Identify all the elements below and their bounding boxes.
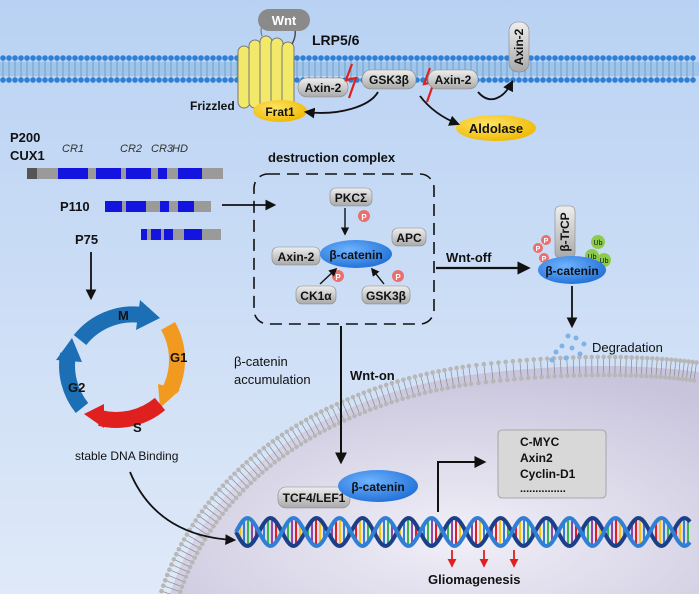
phospho-deg-3 <box>539 253 549 263</box>
axin2-right-pill: Axin-2 <box>427 69 479 90</box>
wnt-label: Wnt <box>272 13 297 28</box>
btrcp-pill: β-TrCP <box>554 205 576 259</box>
aldolase-label: Aldolase <box>469 121 523 136</box>
svg-text:Ub: Ub <box>600 258 609 265</box>
p200-label: P200 <box>10 130 40 145</box>
gliomagenesis-label: Gliomagenesis <box>428 572 520 587</box>
p75-bar <box>141 229 221 240</box>
destruction-complex-box <box>253 173 435 325</box>
svg-text:CK1α: CK1α <box>300 289 332 303</box>
svg-text:Axin-2: Axin-2 <box>512 28 526 65</box>
pkc-pill: PKCΣ <box>329 187 373 207</box>
svg-text:APC: APC <box>396 231 422 245</box>
svg-text:TCF4/LEF1: TCF4/LEF1 <box>283 491 346 505</box>
svg-text:Axin-2: Axin-2 <box>435 73 472 87</box>
svg-text:PKCΣ: PKCΣ <box>335 191 368 205</box>
ck1a-pill: CK1α <box>295 285 337 305</box>
svg-text:P: P <box>542 256 547 263</box>
domain-cr1: CR1 <box>62 143 84 155</box>
destruction-complex-title: destruction complex <box>268 150 396 165</box>
beta-catenin-complex-label: β-catenin <box>329 248 382 262</box>
nuclear-membrane <box>159 354 699 594</box>
svg-text:β-TrCP: β-TrCP <box>558 212 572 251</box>
phase-s: S <box>133 420 142 435</box>
svg-text:P: P <box>361 213 367 222</box>
domain-cr3: CR3 <box>151 143 174 155</box>
svg-text:P: P <box>335 273 341 282</box>
wnt-off-label: Wnt-off <box>446 250 492 265</box>
cleavage-bolt-left <box>344 63 358 99</box>
axin2-left-pill: Axin-2 <box>297 77 349 98</box>
frat1-protein <box>253 100 307 122</box>
phospho-deg-1 <box>541 235 551 245</box>
frizzled-label: Frizzled <box>190 99 235 113</box>
beta-catenin-complex <box>320 240 392 268</box>
axin2-complex-pill: Axin-2 <box>271 246 321 266</box>
arrow-gsk3b-betacatenin <box>370 267 385 285</box>
accumulation-line1: β-catenin <box>234 354 288 369</box>
accumulation-line2: accumulation <box>234 372 311 387</box>
target-genes-box <box>497 429 607 499</box>
target-cyclind1: Cyclin-D1 <box>520 467 576 481</box>
cux1-label: CUX1 <box>10 148 45 163</box>
gsk3b-complex-pill: GSK3β <box>361 285 411 305</box>
axin2-released-pill: Axin-2 <box>508 21 530 73</box>
p75-label: P75 <box>75 232 98 247</box>
svg-text:GSK3β: GSK3β <box>366 289 406 303</box>
phase-g2: G2 <box>68 380 85 395</box>
arrow-ck1a-betacatenin <box>319 267 338 285</box>
phase-m: M <box>118 308 129 323</box>
tcf4-lef1-pill: TCF4/LEF1 <box>277 486 351 509</box>
phospho-gsk3b <box>392 270 404 282</box>
degradation-particles <box>549 333 587 363</box>
svg-text:P: P <box>544 238 549 245</box>
beta-catenin-degradation-label: β-catenin <box>545 264 598 278</box>
svg-text:GSK3β: GSK3β <box>369 73 409 87</box>
cell-cycle <box>56 300 186 428</box>
beta-catenin-degradation <box>538 256 606 284</box>
svg-text:Axin-2: Axin-2 <box>305 81 342 95</box>
svg-text:Ub: Ub <box>588 254 597 261</box>
phospho-deg-2 <box>533 243 543 253</box>
target-axin2: Axin2 <box>520 451 553 465</box>
domain-hd: HD <box>172 143 188 155</box>
p110-bar <box>105 201 211 212</box>
ub-1 <box>591 235 605 249</box>
target-more: ............... <box>520 483 566 495</box>
domain-cr2: CR2 <box>120 143 142 155</box>
p200-bar <box>27 168 223 179</box>
lrp-label: LRP5/6 <box>312 32 360 48</box>
arrow-gsk-frat1 <box>303 91 379 119</box>
arrow-dna-binding <box>129 471 237 545</box>
gliomagenesis-arrows <box>447 550 519 568</box>
beta-catenin-nuclear <box>338 470 418 502</box>
aldolase-protein <box>456 115 536 141</box>
degradation-label: Degradation <box>592 340 663 355</box>
wnt-on-label: Wnt-on <box>350 368 395 383</box>
p110-label: P110 <box>60 199 90 214</box>
frizzled-receptor <box>237 22 295 109</box>
phospho-pkc <box>358 210 370 222</box>
wnt-ligand: Wnt <box>258 9 310 31</box>
arrow-gsk-aldolase <box>419 95 461 126</box>
phase-g1: G1 <box>170 350 187 365</box>
svg-text:P: P <box>395 273 401 282</box>
frat1-label: Frat1 <box>265 105 295 119</box>
arrow-axin2-release <box>477 80 513 101</box>
svg-text:Axin-2: Axin-2 <box>278 250 315 264</box>
dna-helix <box>234 515 692 549</box>
beta-catenin-nuclear-label: β-catenin <box>351 480 404 494</box>
apc-pill: APC <box>391 227 427 247</box>
svg-text:P: P <box>536 246 541 253</box>
target-cmyc: C-MYC <box>520 435 560 449</box>
stable-dna-binding-label: stable DNA Binding <box>75 449 178 463</box>
arrow-transcription <box>437 456 487 512</box>
gsk3b-membrane-pill: GSK3β <box>361 69 417 90</box>
svg-text:Ub: Ub <box>594 240 603 247</box>
